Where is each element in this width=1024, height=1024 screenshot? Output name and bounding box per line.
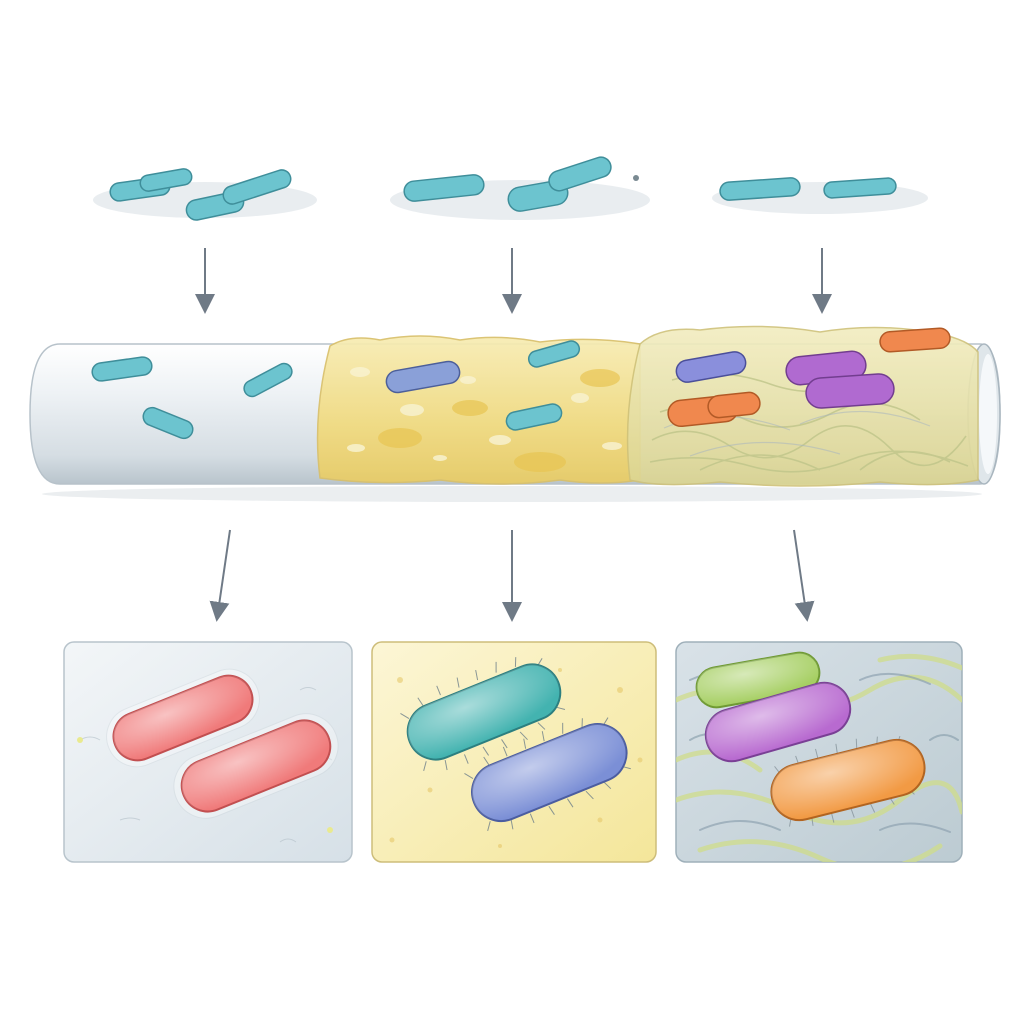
- pipe-shadow: [42, 486, 982, 502]
- top-arrows: [195, 248, 832, 314]
- bacterium-cell: [704, 681, 852, 763]
- rod-bacterium: [548, 156, 612, 192]
- arrow-down-icon: [209, 529, 231, 622]
- bacterium-cell: [106, 668, 260, 768]
- free-bacteria-group-2: [390, 156, 650, 220]
- rod-bacterium: [403, 174, 485, 202]
- free-bacteria-group-3: [712, 177, 928, 214]
- rod-bacterium: [139, 168, 193, 192]
- stage-2-panel: [371, 641, 657, 863]
- stage-3-panel: [675, 641, 963, 863]
- free-bacteria-group-1: [93, 168, 317, 221]
- pipe: [29, 325, 1001, 502]
- rod-bacterium: [719, 177, 801, 201]
- film-particles: [347, 367, 622, 461]
- attached-bacterium: [527, 340, 581, 368]
- rod-bacterium: [222, 169, 292, 205]
- attached-bacterium: [805, 373, 895, 409]
- film-blobs: [378, 369, 620, 472]
- bottom-arrows: [209, 529, 815, 622]
- attached-bacterium: [675, 351, 747, 383]
- bacterium-cell: [464, 717, 631, 832]
- pipe-inner: [979, 354, 997, 474]
- debris-dot: [633, 175, 639, 181]
- bacterium-cell: [770, 735, 926, 827]
- arrow-down-icon: [793, 529, 815, 622]
- attached-bacterium: [243, 362, 293, 398]
- attached-bacterium: [707, 391, 761, 419]
- rod-bacterium: [823, 177, 897, 199]
- attached-bacterium: [385, 360, 461, 394]
- stage-1-panel: [63, 641, 353, 863]
- bacterium-cell: [173, 713, 339, 819]
- panel-background: [63, 641, 353, 863]
- panel-background: [371, 641, 657, 863]
- attached-bacterium: [879, 327, 951, 353]
- attached-bacterium: [142, 406, 194, 440]
- attached-bacterium: [505, 403, 563, 431]
- attached-bacterium: [91, 356, 153, 382]
- bacterium-cell: [400, 657, 566, 772]
